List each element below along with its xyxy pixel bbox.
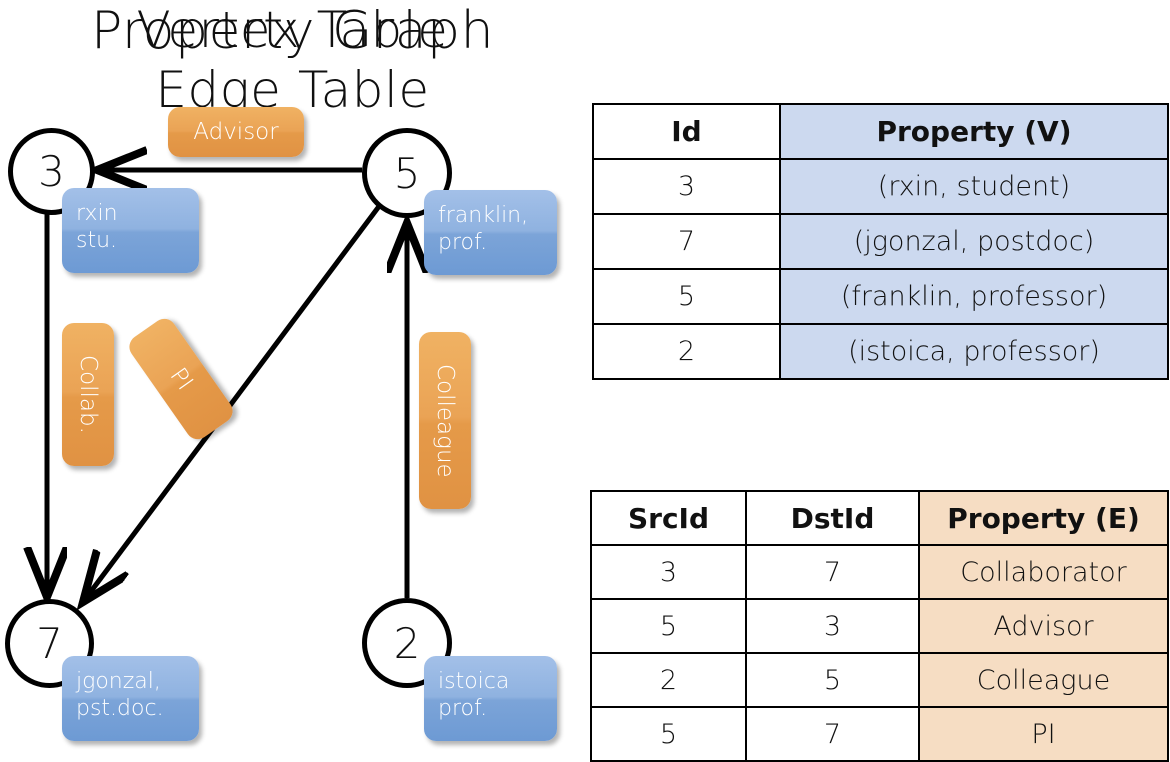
edge-cell-srcid: 5 bbox=[590, 598, 747, 654]
edge-table-header-row: SrcId DstId Property (E) bbox=[590, 490, 1169, 546]
edge-table-header-property: Property (E) bbox=[918, 490, 1169, 546]
table-row[interactable]: 5 3 Advisor bbox=[590, 598, 1169, 654]
vertex-property-rxin-name: rxin bbox=[76, 201, 118, 226]
vertex-cell-property: (franklin, professor) bbox=[779, 268, 1169, 325]
graph-node-7-label: 7 bbox=[36, 619, 63, 668]
edge-cell-dstid: 3 bbox=[745, 598, 920, 654]
vertex-property-franklin-name: franklin, bbox=[438, 203, 529, 228]
vertex-property-box-jgonzal[interactable]: jgonzal, pst.doc. bbox=[62, 656, 199, 741]
table-row[interactable]: 3 7 Collaborator bbox=[590, 544, 1169, 600]
vertex-table: Id Property (V) 3 (rxin, student) 7 (jgo… bbox=[592, 103, 1169, 380]
vertex-cell-property: (jgonzal, postdoc) bbox=[779, 213, 1169, 270]
vertex-table-header-row: Id Property (V) bbox=[592, 103, 1169, 160]
vertex-property-istoica-name: istoica bbox=[438, 669, 510, 694]
graph-node-5-label: 5 bbox=[393, 148, 421, 198]
vertex-property-istoica-role: prof. bbox=[438, 696, 488, 721]
edge-label-collab-text: Collab. bbox=[75, 355, 101, 434]
vertex-cell-id: 5 bbox=[592, 268, 781, 325]
edge-label-advisor[interactable]: Advisor bbox=[168, 107, 304, 157]
vertex-property-box-franklin[interactable]: franklin, prof. bbox=[424, 190, 557, 275]
table-row[interactable]: 7 (jgonzal, postdoc) bbox=[592, 213, 1169, 270]
page-title-property-graph: Property Graph bbox=[90, 1, 495, 61]
vertex-property-jgonzal-role: pst.doc. bbox=[76, 696, 164, 721]
graph-node-3-label: 3 bbox=[38, 147, 65, 196]
edge-cell-srcid: 5 bbox=[590, 706, 747, 762]
page-title-vertex-table: Vertex Table bbox=[136, 1, 449, 59]
graph-edges-layer bbox=[0, 0, 585, 760]
edge-cell-dstid: 7 bbox=[745, 544, 920, 600]
edge-cell-property: Advisor bbox=[918, 598, 1169, 654]
edge-cell-property: Colleague bbox=[918, 652, 1169, 708]
edge-cell-srcid: 3 bbox=[590, 544, 747, 600]
edge-label-colleague-text: Colleague bbox=[432, 363, 458, 478]
vertex-cell-id: 3 bbox=[592, 158, 781, 215]
vertex-property-franklin-role: prof. bbox=[438, 230, 488, 255]
edge-cell-dstid: 7 bbox=[745, 706, 920, 762]
edge-label-advisor-text: Advisor bbox=[193, 119, 279, 145]
vertex-table-header-id: Id bbox=[592, 103, 781, 160]
table-row[interactable]: 5 7 PI bbox=[590, 706, 1169, 762]
graph-node-2-label: 2 bbox=[393, 618, 421, 668]
vertex-table-header-property: Property (V) bbox=[779, 103, 1169, 160]
edge-label-pi-text: PI bbox=[164, 363, 198, 395]
vertex-cell-property: (rxin, student) bbox=[779, 158, 1169, 215]
table-row[interactable]: 2 (istoica, professor) bbox=[592, 323, 1169, 380]
vertex-property-rxin-role: stu. bbox=[76, 228, 118, 253]
edge-label-colleague[interactable]: Colleague bbox=[419, 332, 471, 509]
vertex-property-box-rxin[interactable]: rxin stu. bbox=[62, 188, 199, 273]
edge-cell-dstid: 5 bbox=[745, 652, 920, 708]
vertex-property-box-istoica[interactable]: istoica prof. bbox=[424, 656, 557, 741]
edge-cell-property: PI bbox=[918, 706, 1169, 762]
vertex-cell-id: 2 bbox=[592, 323, 781, 380]
table-row[interactable]: 3 (rxin, student) bbox=[592, 158, 1169, 215]
table-row[interactable]: 2 5 Colleague bbox=[590, 652, 1169, 708]
edge-table-header-srcid: SrcId bbox=[590, 490, 747, 546]
property-graph-panel: Property Graph 3 5 7 2 rxin stu. frankli… bbox=[0, 0, 585, 760]
vertex-cell-property: (istoica, professor) bbox=[779, 323, 1169, 380]
vertex-property-jgonzal-name: jgonzal, bbox=[76, 669, 161, 694]
edge-cell-srcid: 2 bbox=[590, 652, 747, 708]
edge-cell-property: Collaborator bbox=[918, 544, 1169, 600]
edge-5-to-7 bbox=[86, 203, 383, 598]
edge-table: SrcId DstId Property (E) 3 7 Collaborato… bbox=[590, 490, 1169, 762]
edge-label-collab[interactable]: Collab. bbox=[62, 323, 114, 466]
edge-table-header-dstid: DstId bbox=[745, 490, 920, 546]
graph-node-2[interactable]: 2 bbox=[362, 598, 452, 688]
vertex-cell-id: 7 bbox=[592, 213, 781, 270]
table-row[interactable]: 5 (franklin, professor) bbox=[592, 268, 1169, 325]
